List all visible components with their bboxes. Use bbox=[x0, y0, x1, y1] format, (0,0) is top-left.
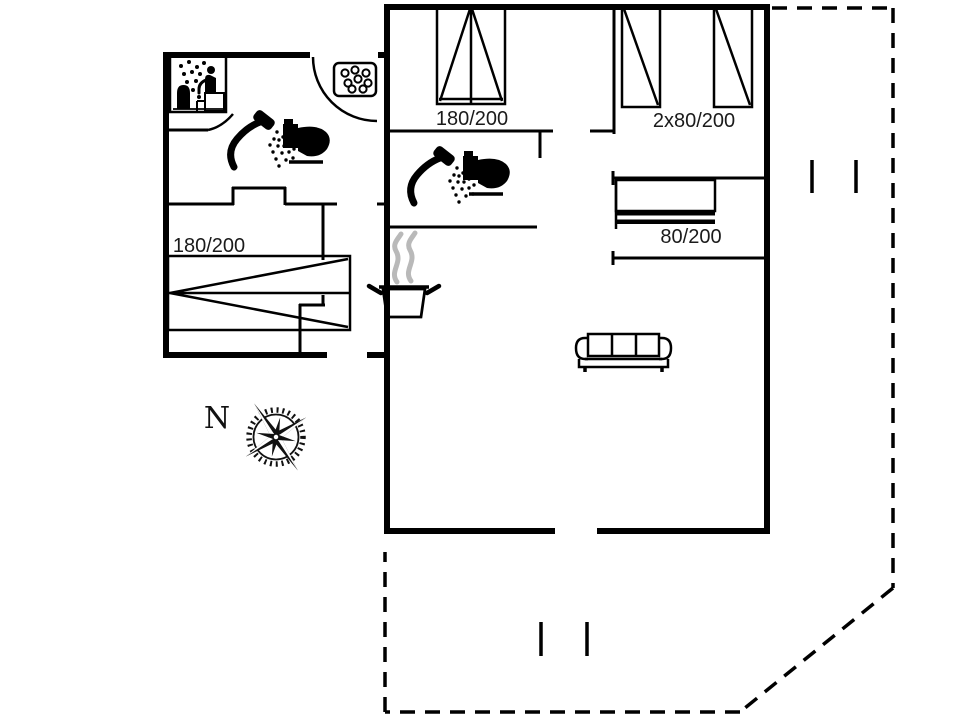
wall-left-bedroom-top bbox=[166, 186, 388, 206]
toilet-bowl bbox=[478, 158, 510, 189]
sauna-frame bbox=[168, 53, 228, 114]
pot-steam bbox=[391, 231, 404, 285]
bed-lines bbox=[168, 257, 350, 329]
sauna-bench-step bbox=[196, 100, 205, 111]
bed-lines bbox=[438, 8, 504, 104]
pot-body bbox=[381, 287, 427, 319]
shower-hose bbox=[227, 118, 264, 171]
pot-handle-left bbox=[366, 283, 384, 296]
bunk-bar bbox=[616, 211, 715, 216]
double-bed-symbol-top bbox=[435, 5, 507, 106]
door-swing-arc bbox=[311, 56, 378, 123]
pot-handle-right bbox=[424, 283, 442, 296]
bed-diagonal bbox=[714, 8, 752, 106]
sofa-feet bbox=[583, 367, 664, 372]
interior-walls bbox=[166, 7, 767, 355]
compass-ring bbox=[252, 413, 300, 461]
size-labels: 180/200 2x80/200 80/200 180/200 N bbox=[173, 108, 735, 436]
sofa-base bbox=[577, 359, 670, 369]
cooking-pot-icon bbox=[366, 230, 442, 319]
sofa-cushion-dividers bbox=[585, 334, 662, 361]
bed-diagonal bbox=[622, 8, 660, 106]
wall-bedroom-divider bbox=[590, 7, 616, 134]
double-bed-symbol-left bbox=[166, 254, 352, 332]
terrace-diagonal-dashed bbox=[738, 586, 895, 714]
sauna-person-leg bbox=[197, 78, 208, 95]
exterior-walls bbox=[163, 4, 770, 534]
bed-outline bbox=[712, 5, 754, 109]
toilet-icon-left bbox=[283, 119, 330, 164]
right-bedroom-beds-label: 2x80/200 bbox=[653, 110, 735, 132]
terrace-dashed-outline bbox=[383, 6, 895, 714]
shower-head bbox=[253, 110, 275, 130]
compass-star bbox=[245, 403, 307, 471]
bunk-bar bbox=[616, 219, 715, 224]
sauna-stones-icon bbox=[332, 61, 378, 98]
stones-tray bbox=[332, 61, 378, 98]
compass-center bbox=[272, 433, 280, 441]
top-bedroom-bed-label: 180/200 bbox=[436, 108, 508, 130]
sofa-arm-right bbox=[659, 336, 673, 361]
toilet-cistern bbox=[463, 156, 478, 180]
sofa-icon bbox=[574, 332, 673, 372]
single-bed-symbol-left bbox=[620, 5, 662, 109]
sauna-person-body bbox=[205, 74, 216, 93]
sauna-icon bbox=[168, 53, 228, 114]
left-bedroom-bed-label: 180/200 bbox=[173, 235, 245, 257]
sofa-arm-left bbox=[574, 336, 588, 361]
bed-outline bbox=[620, 5, 662, 109]
toilet-icon-middle bbox=[463, 151, 510, 196]
door-leaf bbox=[207, 113, 234, 132]
compass-rose-icon bbox=[245, 403, 307, 471]
shower-head bbox=[433, 146, 455, 166]
sauna-person-head bbox=[207, 66, 215, 74]
doors bbox=[207, 56, 378, 132]
toilet-button bbox=[464, 151, 473, 157]
single-bed-symbol-right bbox=[712, 5, 754, 109]
compass-tooth-ring bbox=[246, 407, 306, 467]
toilet-bowl bbox=[298, 126, 330, 157]
post-marks bbox=[539, 160, 858, 656]
shower-hose bbox=[407, 154, 444, 207]
bunk-bed-symbol bbox=[614, 178, 717, 229]
stones bbox=[340, 65, 373, 94]
toilet-cistern bbox=[283, 124, 298, 148]
sofa-cushions bbox=[586, 332, 661, 358]
alcove-bed-label: 80/200 bbox=[660, 226, 721, 248]
toilet-button bbox=[284, 119, 293, 125]
furniture-beds bbox=[166, 5, 754, 332]
wall-left-bedroom-right bbox=[298, 204, 325, 355]
wall-mid-bathroom bbox=[388, 129, 553, 229]
bed-outline bbox=[614, 178, 717, 213]
sauna-steam-dots bbox=[179, 60, 206, 99]
sauna-heater bbox=[177, 85, 190, 109]
pot-steam bbox=[405, 230, 418, 284]
compass-north-label: N bbox=[204, 401, 230, 436]
